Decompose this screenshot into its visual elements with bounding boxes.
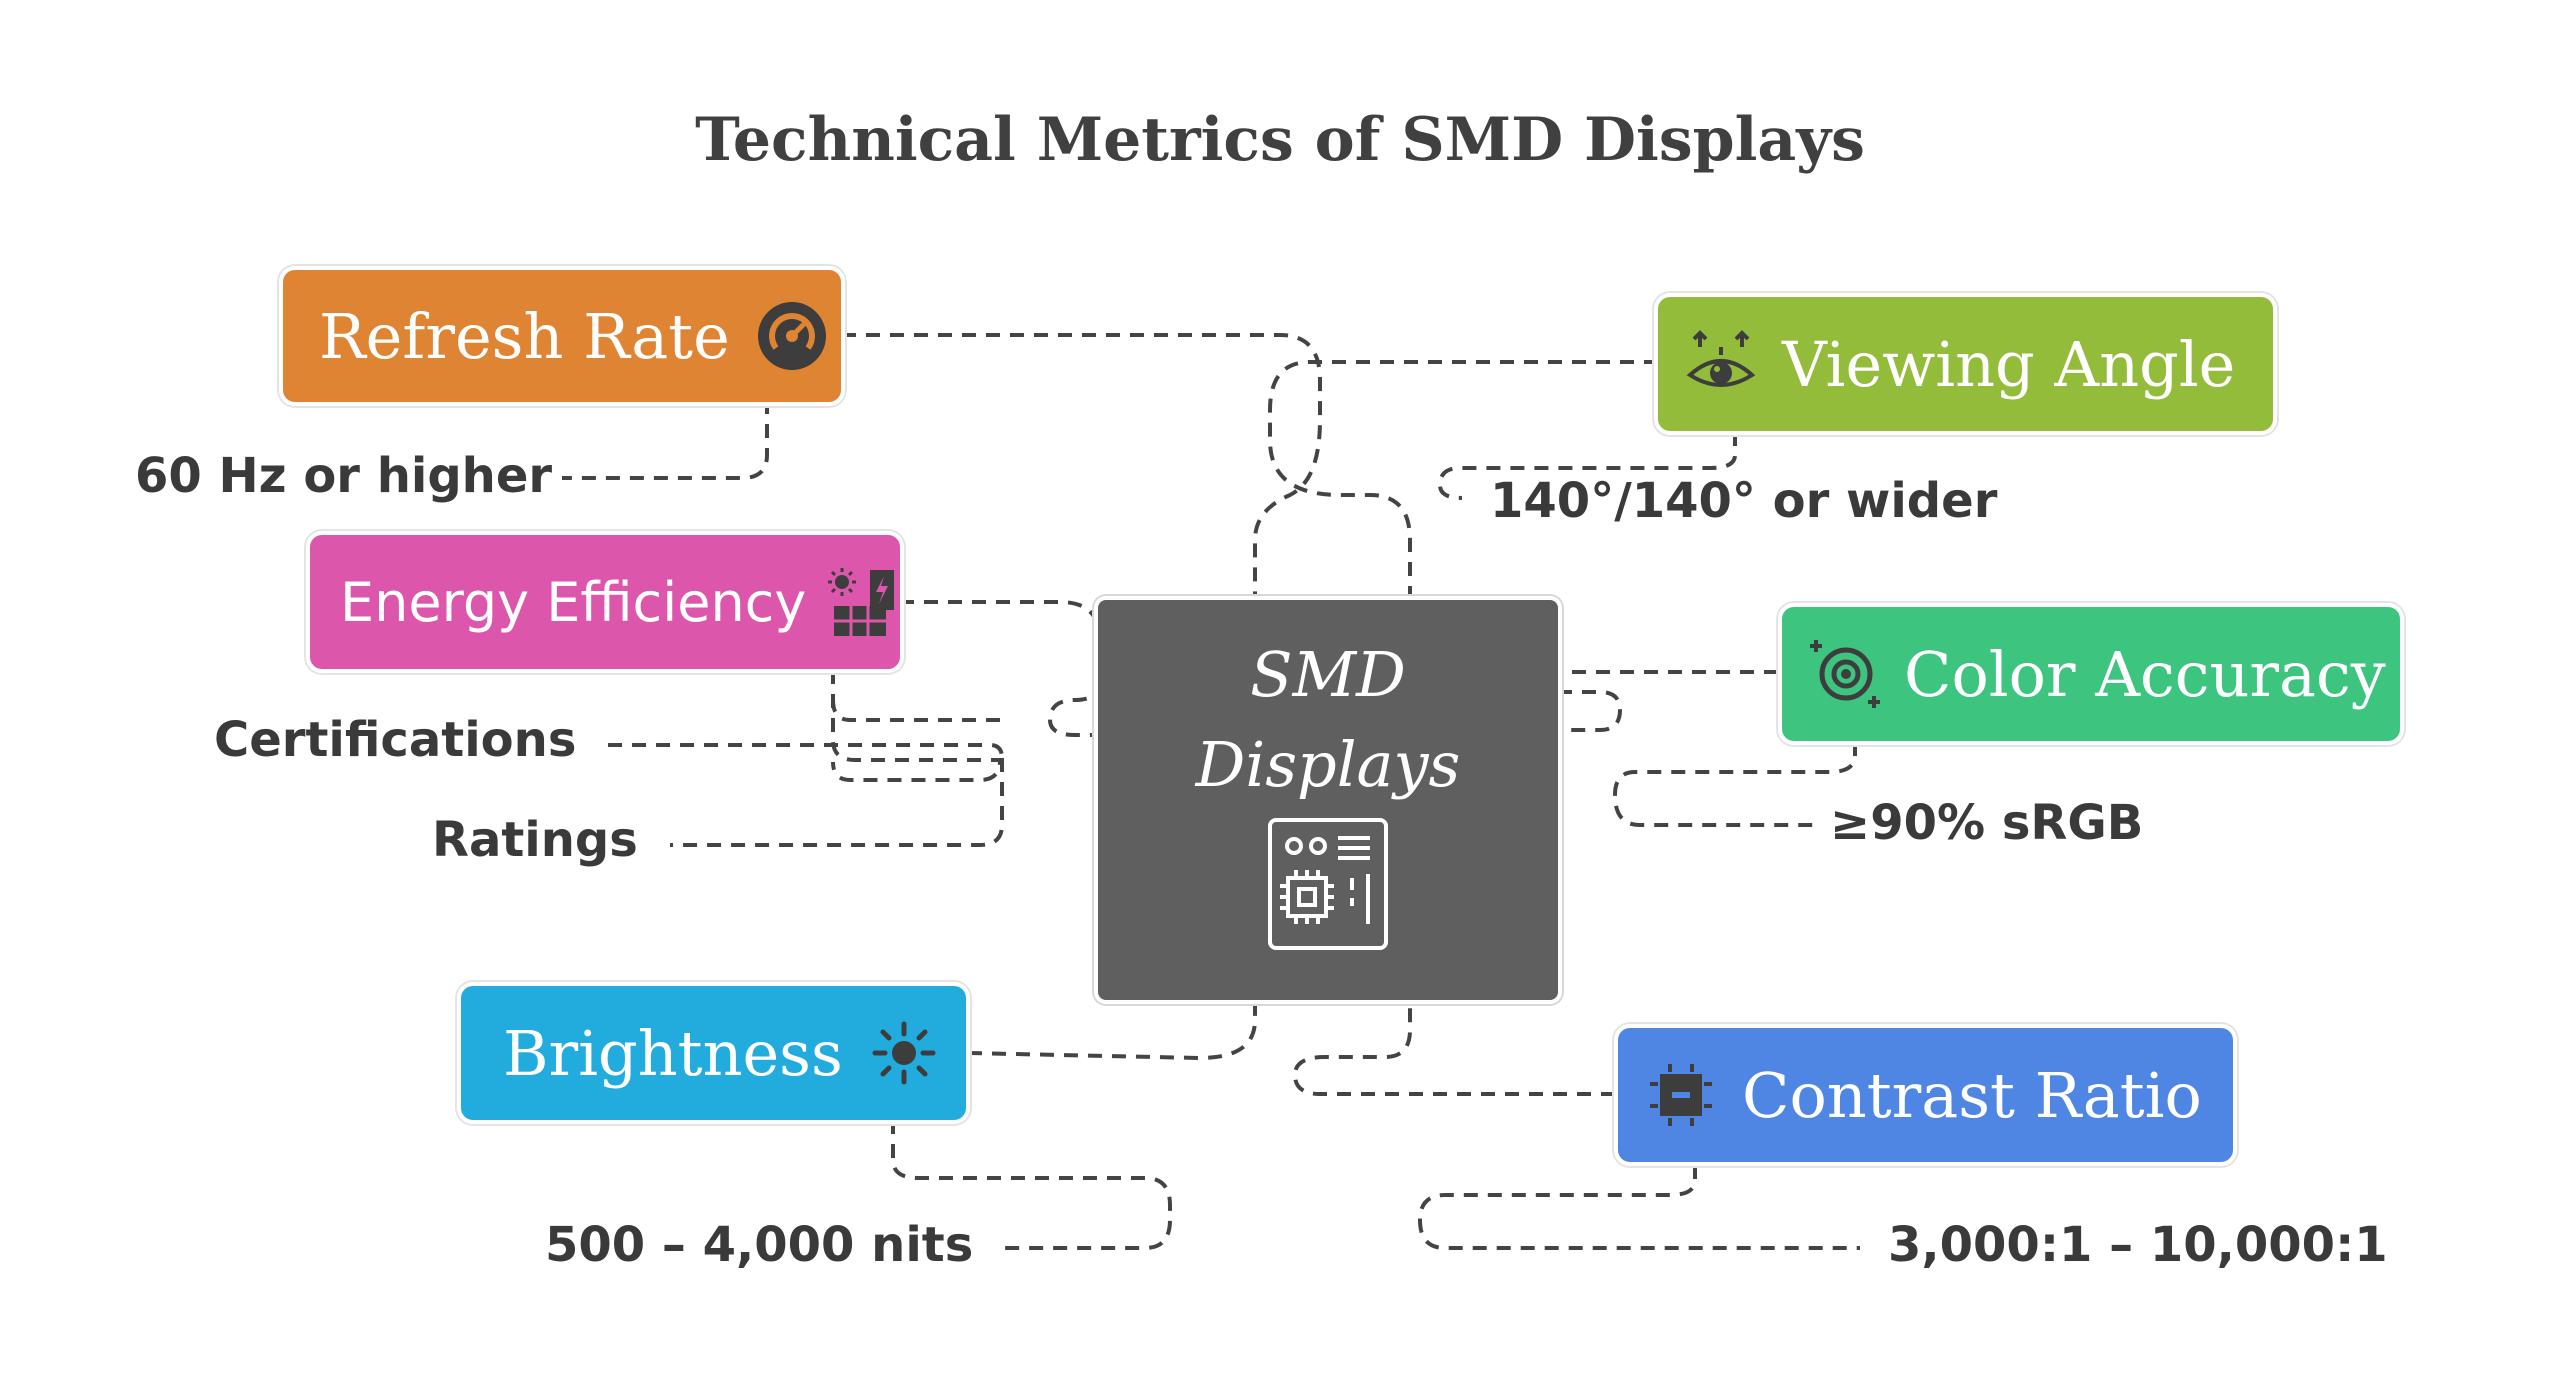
sun-icon [871, 1020, 937, 1086]
energy-efficiency-node: Energy Efficiency [310, 535, 900, 669]
energy-efficiency-label: Energy Efficiency [340, 570, 807, 634]
target-icon [1810, 638, 1882, 710]
refresh-rate-detail: 60 Hz or higher [135, 448, 553, 504]
center-label: SMD Displays [1098, 630, 1558, 810]
diagram-title: Technical Metrics of SMD Displays [695, 105, 1865, 175]
color-accuracy-label: Color Accuracy [1904, 637, 2386, 711]
contrast-ratio-detail: 3,000:1 – 10,000:1 [1888, 1217, 2388, 1273]
chip-icon [1646, 1060, 1716, 1130]
center-node: SMD Displays [1098, 600, 1558, 1000]
solar-panel-icon [826, 566, 898, 638]
ratings-detail: Ratings [432, 812, 638, 868]
brightness-detail: 500 – 4,000 nits [545, 1217, 974, 1273]
eye-icon [1686, 329, 1756, 399]
gauge-icon [756, 300, 828, 372]
brightness-node: Brightness [461, 986, 966, 1120]
refresh-rate-node: Refresh Rate [283, 270, 841, 402]
viewing-angle-detail: 140°/140° or wider [1490, 473, 1998, 529]
viewing-angle-node: Viewing Angle [1658, 297, 2273, 431]
color-accuracy-node: Color Accuracy [1782, 607, 2400, 741]
refresh-rate-label: Refresh Rate [319, 299, 730, 373]
brightness-label: Brightness [503, 1016, 843, 1090]
contrast-ratio-label: Contrast Ratio [1742, 1058, 2202, 1132]
color-accuracy-detail: ≥90% sRGB [1830, 795, 2144, 851]
viewing-angle-label: Viewing Angle [1782, 327, 2236, 401]
contrast-ratio-node: Contrast Ratio [1618, 1028, 2233, 1162]
center-label-line-2: Displays [1195, 728, 1461, 801]
certifications-detail: Certifications [214, 712, 577, 768]
circuit-board-icon [1256, 812, 1400, 961]
center-label-line-1: SMD [1250, 638, 1406, 711]
